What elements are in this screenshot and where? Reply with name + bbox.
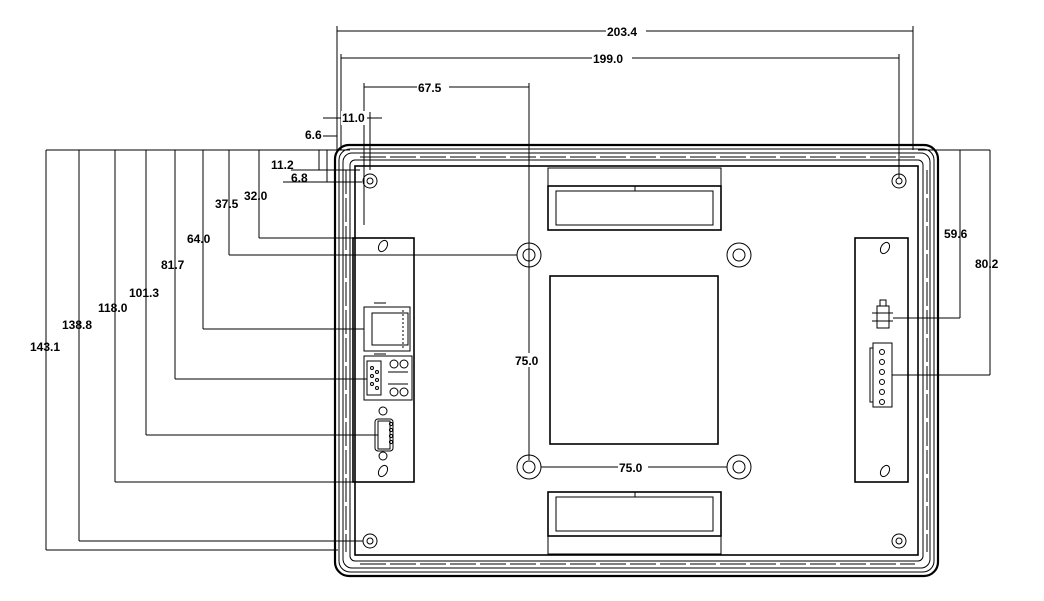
dim-81-7: 81.7 bbox=[161, 258, 185, 272]
sd-card-slot bbox=[363, 302, 411, 355]
left-io-panel bbox=[352, 237, 415, 483]
power-switch bbox=[872, 299, 893, 329]
dim-37-5: 37.5 bbox=[215, 197, 239, 211]
dim-6-8: 6.8 bbox=[291, 171, 308, 185]
ethernet-usb-port bbox=[363, 355, 413, 401]
dim-59-6: 59.6 bbox=[944, 227, 968, 241]
dim-64-0: 64.0 bbox=[187, 232, 211, 246]
terminal-block bbox=[869, 342, 893, 408]
dim-vesa-horizontal: 75.0 bbox=[619, 461, 643, 475]
dim-6-6: 6.6 bbox=[305, 128, 322, 142]
right-power-panel bbox=[854, 237, 909, 483]
dim-80-2: 80.2 bbox=[975, 257, 999, 271]
dim-11-2: 11.2 bbox=[271, 158, 294, 172]
dimension-lines bbox=[45, 26, 991, 551]
dim-11-0: 11.0 bbox=[342, 111, 365, 125]
dimension-labels: 203.4 199.0 67.5 11.0 6.6 11.2 6.8 37.5 … bbox=[30, 24, 999, 475]
dim-vesa-offset-x: 67.5 bbox=[418, 81, 442, 95]
dim-vesa-vertical: 75.0 bbox=[515, 354, 539, 368]
vesa-plate bbox=[516, 242, 752, 480]
dim-overall-width: 203.4 bbox=[607, 25, 637, 39]
bottom-clip-bracket bbox=[547, 491, 722, 555]
dim-32-0: 32.0 bbox=[244, 189, 268, 203]
dim-143-1: 143.1 bbox=[30, 340, 60, 354]
top-clip-bracket bbox=[547, 167, 722, 231]
dim-hole-span-width: 199.0 bbox=[593, 52, 623, 66]
enclosure-outline bbox=[333, 143, 940, 578]
dim-118-0: 118.0 bbox=[98, 301, 128, 315]
dim-101-3: 101.3 bbox=[129, 286, 159, 300]
db9-serial-port bbox=[374, 406, 394, 461]
dim-138-8: 138.8 bbox=[62, 318, 92, 332]
